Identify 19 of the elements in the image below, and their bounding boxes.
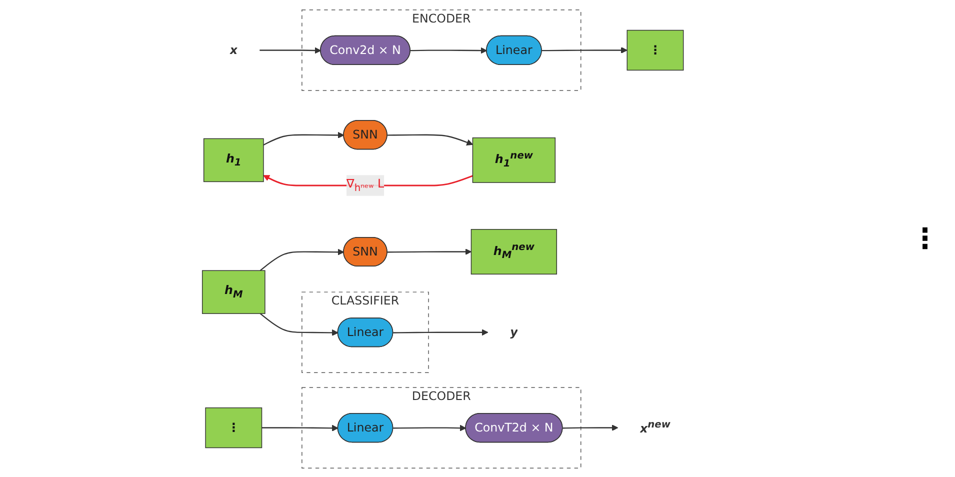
arrow [260, 46, 322, 54]
arrow [263, 131, 344, 145]
ellipsis-text: ⋮ [910, 222, 940, 255]
node-box: ⋮ [626, 29, 684, 70]
arrow [260, 248, 344, 271]
edge-label: ∇$_{hⁿᵉʷ}$ L [346, 176, 384, 194]
arrow [262, 424, 338, 431]
node-text: y [510, 324, 518, 339]
arrow [562, 424, 618, 431]
arrow [410, 46, 488, 54]
arrow [387, 248, 472, 255]
node-box: h$_{1}$ [203, 138, 264, 182]
arrow [260, 312, 338, 336]
arrow [542, 46, 628, 53]
arrow [393, 328, 488, 336]
node-box: h$_{M}$ [202, 270, 266, 314]
node-box: ⋮ [205, 406, 262, 448]
arrow [387, 134, 473, 145]
arrow [393, 424, 466, 431]
